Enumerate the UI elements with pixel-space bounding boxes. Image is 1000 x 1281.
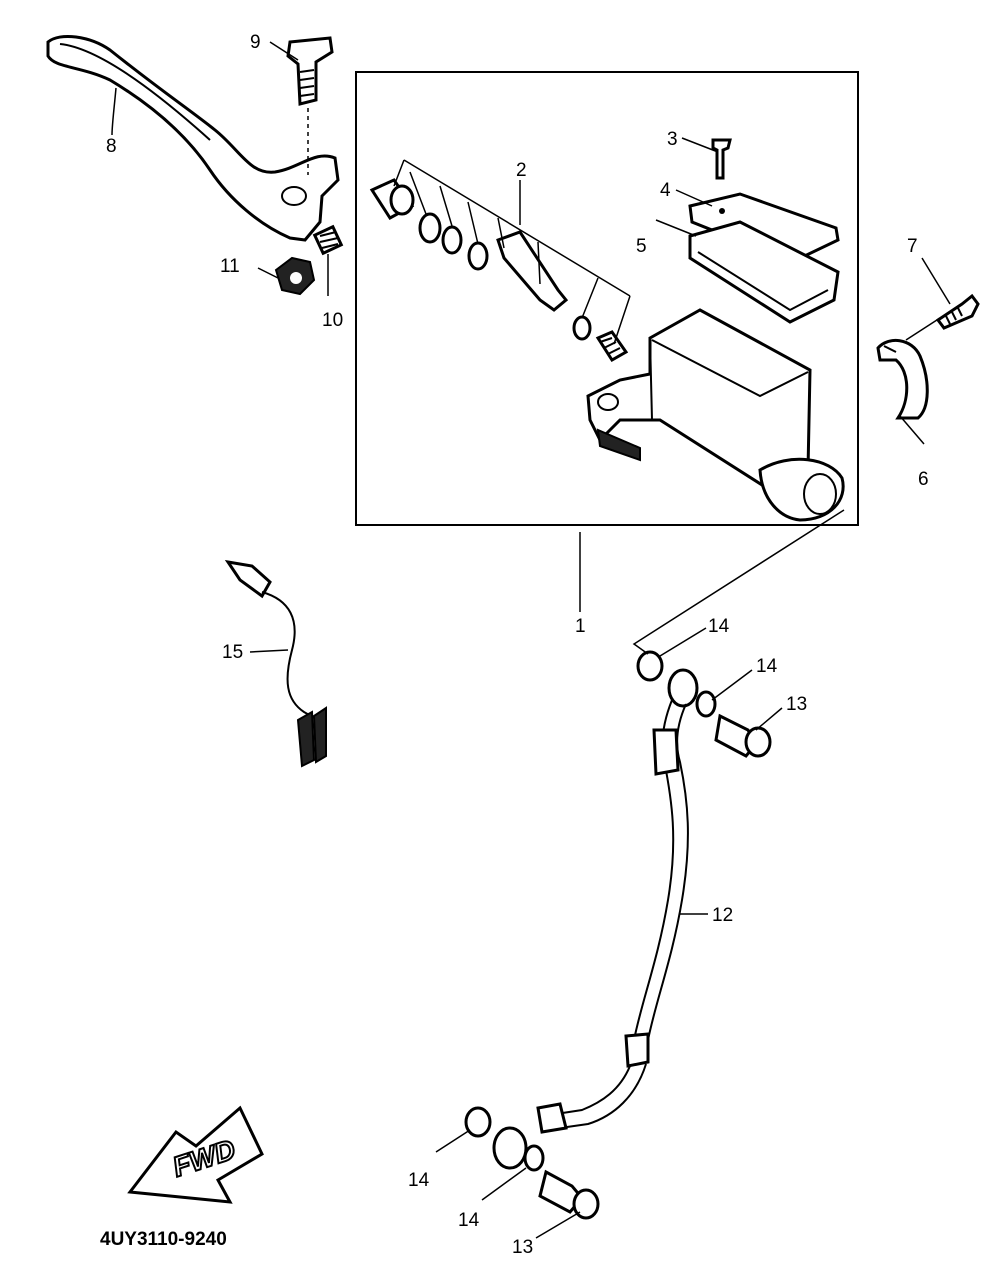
piston-kit <box>369 178 629 363</box>
callout-14-upper-b: 14 <box>756 656 778 677</box>
master-cylinder-body <box>586 308 845 522</box>
callout-4: 4 <box>660 180 671 201</box>
washer <box>464 1106 492 1138</box>
callout-14-upper-a: 14 <box>708 616 730 637</box>
callout-12: 12 <box>712 905 733 926</box>
callout-14-lower-a: 14 <box>408 1170 430 1191</box>
diaphragm <box>688 220 840 324</box>
assembly-frame <box>355 71 859 526</box>
brake-hose <box>492 668 699 1170</box>
washer <box>636 650 664 682</box>
washer <box>523 1144 545 1172</box>
fwd-arrow: FWD <box>127 1105 264 1204</box>
callout-8: 8 <box>106 136 117 157</box>
callout-6: 6 <box>918 469 929 490</box>
callout-9: 9 <box>250 32 261 53</box>
nut <box>274 256 316 296</box>
callout-7: 7 <box>907 236 918 257</box>
callout-10: 10 <box>322 310 343 331</box>
cap-screw <box>711 138 732 180</box>
union-bolt <box>538 1169 600 1220</box>
clamp-bolt <box>935 293 980 330</box>
callout-3: 3 <box>667 129 678 150</box>
callout-15: 15 <box>222 642 243 663</box>
reservoir-cap <box>688 192 840 264</box>
brake-switch <box>224 559 327 768</box>
callout-13-lower: 13 <box>512 1237 533 1258</box>
callout-13-upper: 13 <box>786 694 807 715</box>
clamp-bracket <box>876 339 929 420</box>
callout-2: 2 <box>516 160 527 181</box>
washer <box>695 690 717 718</box>
diagram-code: 4UY3110-9240 <box>100 1229 227 1250</box>
leader-lines <box>111 41 951 1239</box>
lever-spring <box>312 224 344 256</box>
callout-1: 1 <box>575 616 586 637</box>
callout-11: 11 <box>220 256 240 277</box>
lever <box>46 35 340 242</box>
callout-14-lower-b: 14 <box>458 1210 480 1231</box>
callout-5: 5 <box>636 236 647 257</box>
union-bolt <box>714 713 772 758</box>
pivot-bolt <box>286 36 334 175</box>
